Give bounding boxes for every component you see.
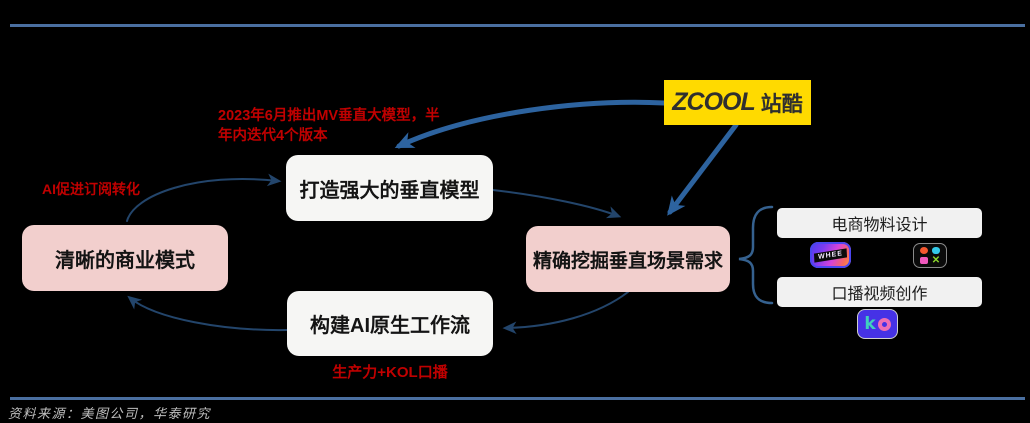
node-scene-demand: 精确挖掘垂直场景需求: [526, 226, 730, 292]
meitu-design-studio-icon: ✕: [913, 243, 947, 268]
arrow-bottom-to-left: [127, 295, 288, 332]
design-icon-pink-square: [920, 256, 928, 264]
zcool-logo-cjk: 站酷: [760, 92, 803, 116]
design-icon-cyan-dot: [932, 247, 940, 255]
kaipai-icon-donut: [877, 317, 891, 331]
kaipai-app-icon: k: [858, 310, 897, 338]
annotation-ai-conversion: AI促进订阅转化: [42, 181, 140, 197]
arrow-top-to-right: [492, 189, 622, 219]
top-rule: [10, 24, 1025, 27]
node-vertical-model: 打造强大的垂直模型: [286, 155, 493, 221]
design-icon-orange-dot: [920, 247, 928, 255]
design-icon-green-x: ✕: [931, 254, 941, 266]
arrow-left-to-top: [126, 173, 282, 222]
annotation-productivity-kol: 生产力+KOL口播: [332, 364, 448, 381]
category-voiceover-video: 口播视频创作: [777, 277, 982, 307]
source-note: 资料来源：美图公司，华泰研究: [8, 407, 212, 422]
node-ai-workflow: 构建AI原生工作流: [287, 291, 493, 356]
annotation-model-release-line2: 年内迭代4个版本: [218, 128, 328, 144]
annotation-model-release: 2023年6月推出MV垂直大模型，半 年内迭代4个版本: [218, 106, 440, 146]
node-business-model: 清晰的商业模式: [22, 225, 228, 291]
whee-app-icon: WHEE: [810, 242, 851, 268]
whee-app-icon-label: WHEE: [813, 247, 848, 263]
annotation-model-release-line1: 2023年6月推出MV垂直大模型，半: [218, 108, 440, 124]
arrow-zcool-to-right-node: [667, 122, 739, 216]
category-ecommerce-materials: 电商物料设计: [777, 208, 982, 238]
zcool-logo-latin: ZCOOL: [672, 88, 755, 116]
arrow-right-to-bottom: [502, 291, 629, 335]
kaipai-icon-k-glyph: k: [864, 313, 876, 334]
brace: [738, 205, 774, 305]
bottom-rule: [10, 397, 1025, 400]
arrow-zcool-to-top-node: [394, 99, 667, 149]
zcool-logo: ZCOOL 站酷: [664, 80, 811, 125]
